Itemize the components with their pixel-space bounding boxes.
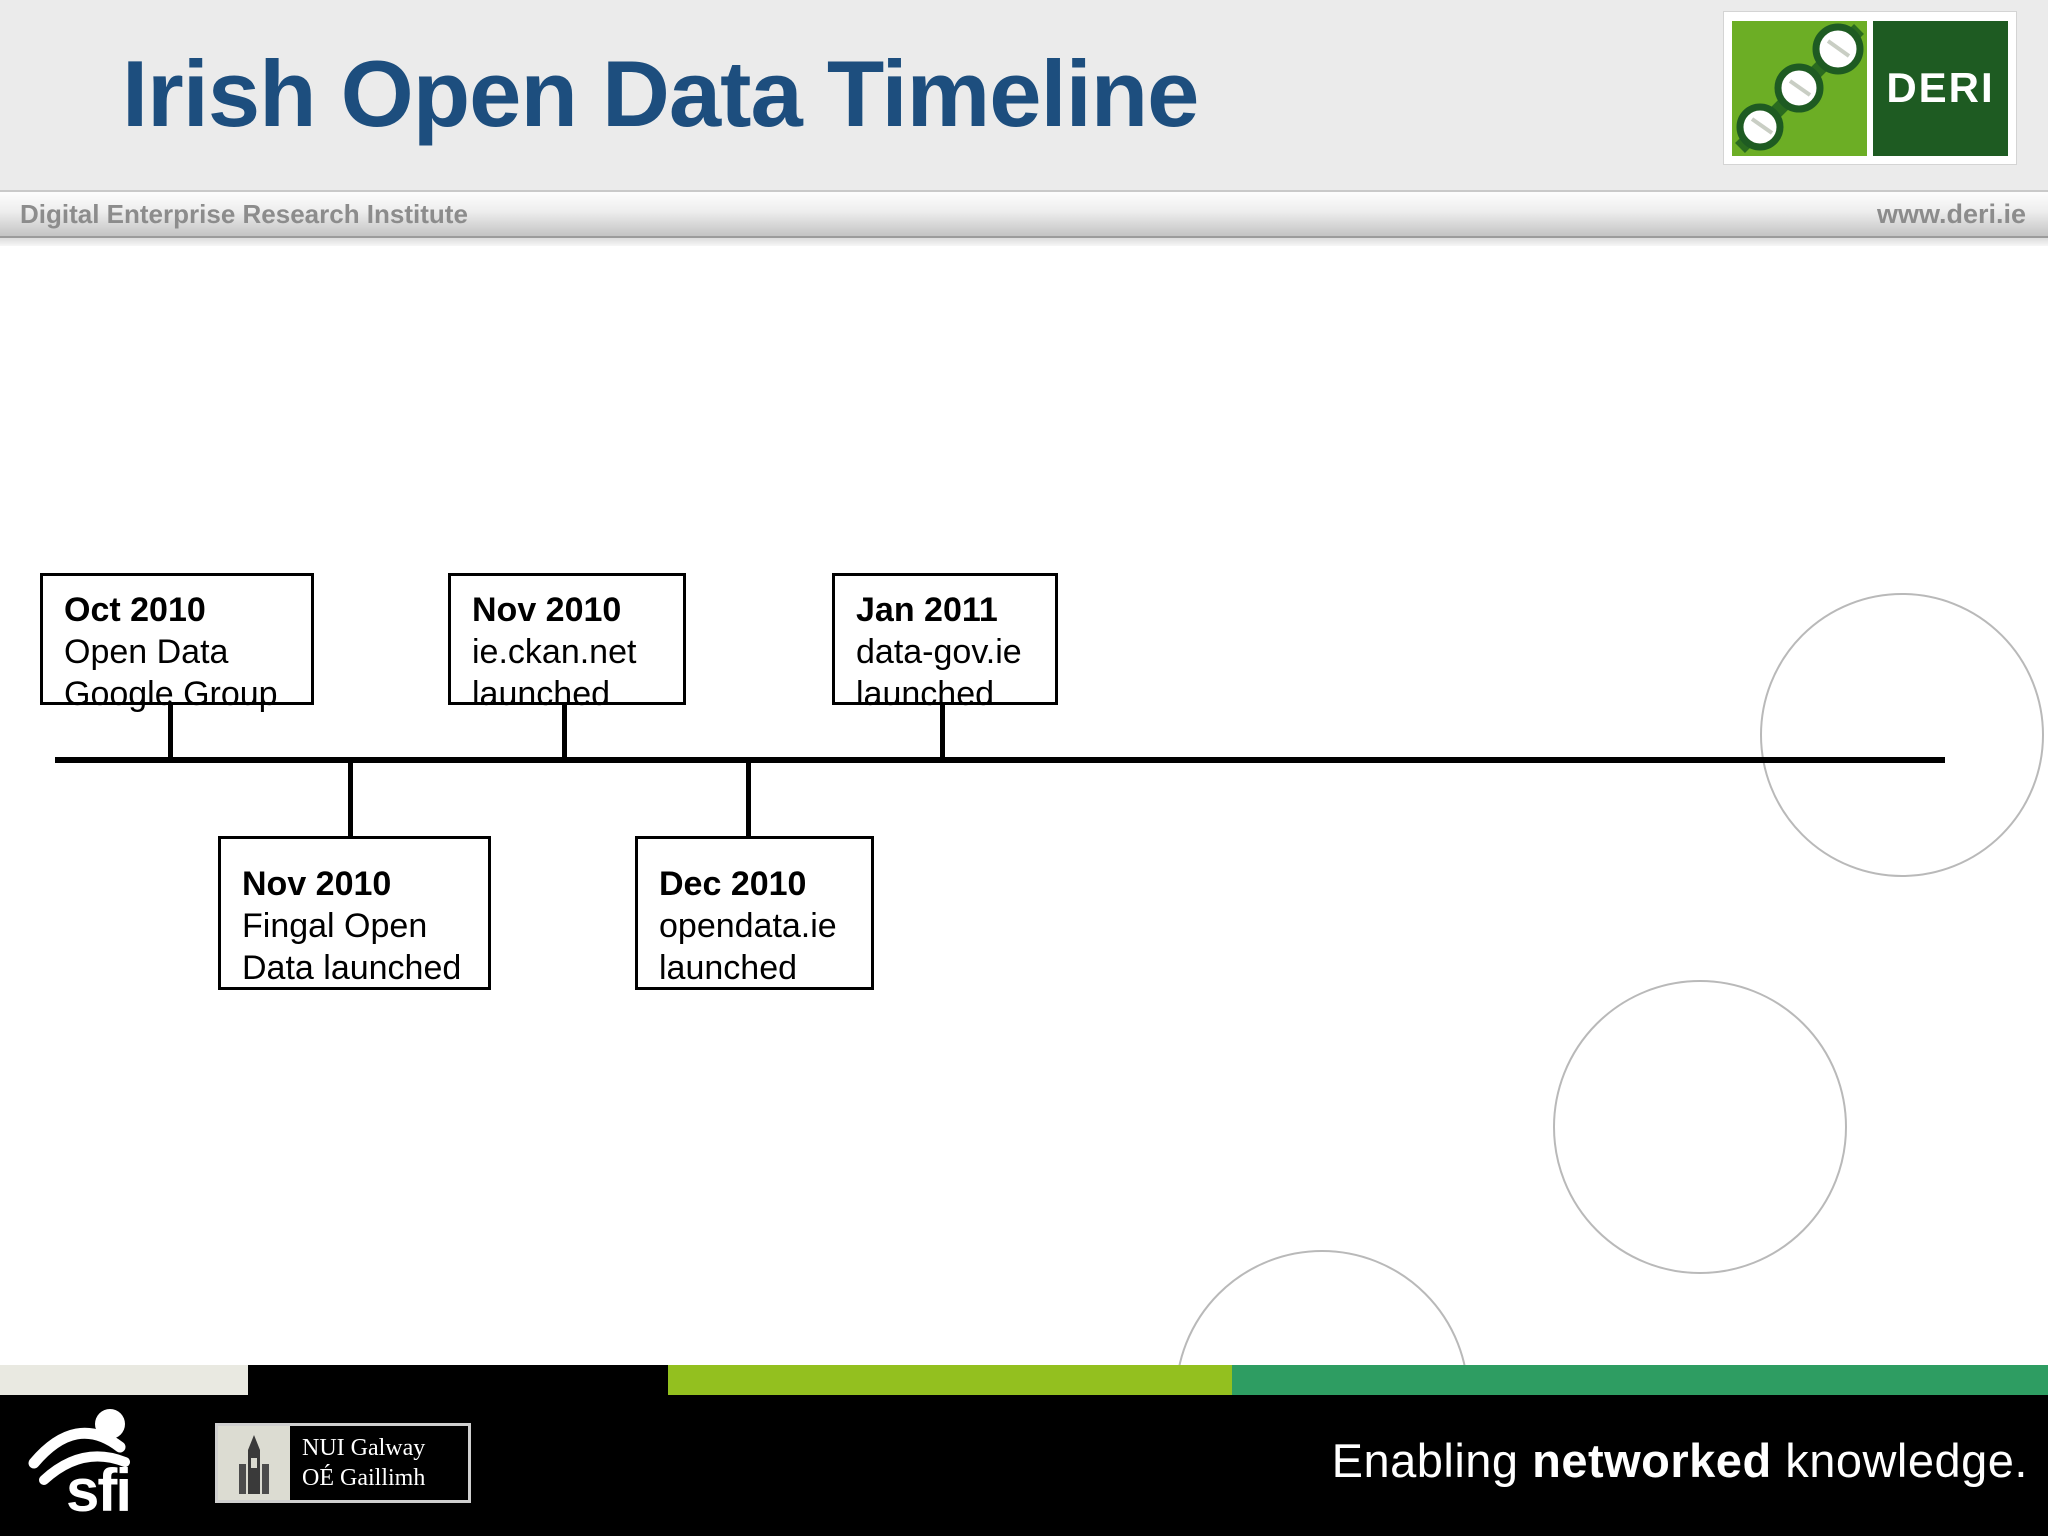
deri-logo: DERI — [1724, 12, 2016, 164]
event-box: Nov 2010 ie.ckan.net launched — [448, 573, 686, 713]
connector — [940, 705, 945, 757]
event-line: Fingal Open — [242, 907, 428, 945]
tagline-pre: Enabling — [1331, 1434, 1533, 1487]
deri-logo-wordmark: DERI — [1873, 20, 2008, 156]
timeline-axis — [55, 757, 1945, 763]
strip-segment-cream — [0, 1365, 248, 1395]
deri-logo-text: DERI — [1886, 64, 1995, 111]
nui-tower-icon — [218, 1426, 290, 1500]
event-line: opendata.ie — [659, 907, 837, 945]
nui-galway-logo: NUI Galway OÉ Gaillimh — [215, 1423, 471, 1503]
website-label: www.deri.ie — [1876, 198, 2026, 229]
strip-segment-teal — [1232, 1365, 2048, 1395]
sfi-logo-text: sfi — [66, 1457, 130, 1521]
decorative-circle — [1760, 593, 2044, 877]
tagline-bold: networked — [1532, 1434, 1772, 1487]
event-line: Data launched — [242, 949, 462, 987]
event-date: Dec 2010 — [659, 865, 807, 903]
connector — [562, 705, 567, 757]
event-line: ie.ckan.net — [472, 633, 637, 671]
event-box: Dec 2010 opendata.ie launched — [635, 836, 874, 990]
event-date: Jan 2011 — [856, 591, 998, 629]
event-line: data-gov.ie — [856, 633, 1022, 671]
nui-name-ga: OÉ Gaillimh — [302, 1465, 426, 1491]
decorative-circle — [1553, 980, 1847, 1274]
tagline: Enabling networked knowledge. — [1332, 1433, 2028, 1488]
footer: sfi NUI Galway OÉ Gaillimh Enabling netw… — [0, 1395, 2048, 1536]
page-title: Irish Open Data Timeline — [122, 41, 1199, 146]
event-date: Nov 2010 — [242, 865, 392, 903]
connector — [168, 705, 173, 757]
event-box: Nov 2010 Fingal Open Data launched — [218, 836, 491, 990]
tagline-post: knowledge. — [1771, 1434, 2028, 1487]
connector — [746, 763, 751, 836]
sfi-logo-icon: sfi — [28, 1403, 168, 1526]
event-line: Open Data — [64, 633, 229, 671]
event-box: Oct 2010 Open Data Google Group — [40, 573, 314, 713]
event-date: Oct 2010 — [64, 591, 206, 629]
event-line: Google Group — [64, 675, 278, 713]
institute-label: Digital Enterprise Research Institute — [20, 198, 468, 229]
event-date: Nov 2010 — [472, 591, 622, 629]
connector — [348, 763, 353, 836]
nui-galway-name: NUI Galway OÉ Gaillimh — [290, 1426, 468, 1500]
event-box: Jan 2011 data-gov.ie launched — [832, 573, 1058, 713]
band-shadow — [0, 238, 2048, 246]
deri-logo-nodes-icon — [1732, 20, 1867, 156]
header: Irish Open Data Timeline DERI — [0, 0, 2048, 190]
strip-segment-black — [248, 1365, 668, 1395]
nui-name-en: NUI Galway — [302, 1435, 426, 1461]
event-line: launched — [659, 949, 798, 987]
event-line: launched — [856, 675, 995, 713]
footer-strip — [0, 1365, 2048, 1395]
institute-band: Digital Enterprise Research Institute ww… — [0, 190, 2048, 238]
strip-segment-green — [668, 1365, 1232, 1395]
event-line: launched — [472, 675, 611, 713]
